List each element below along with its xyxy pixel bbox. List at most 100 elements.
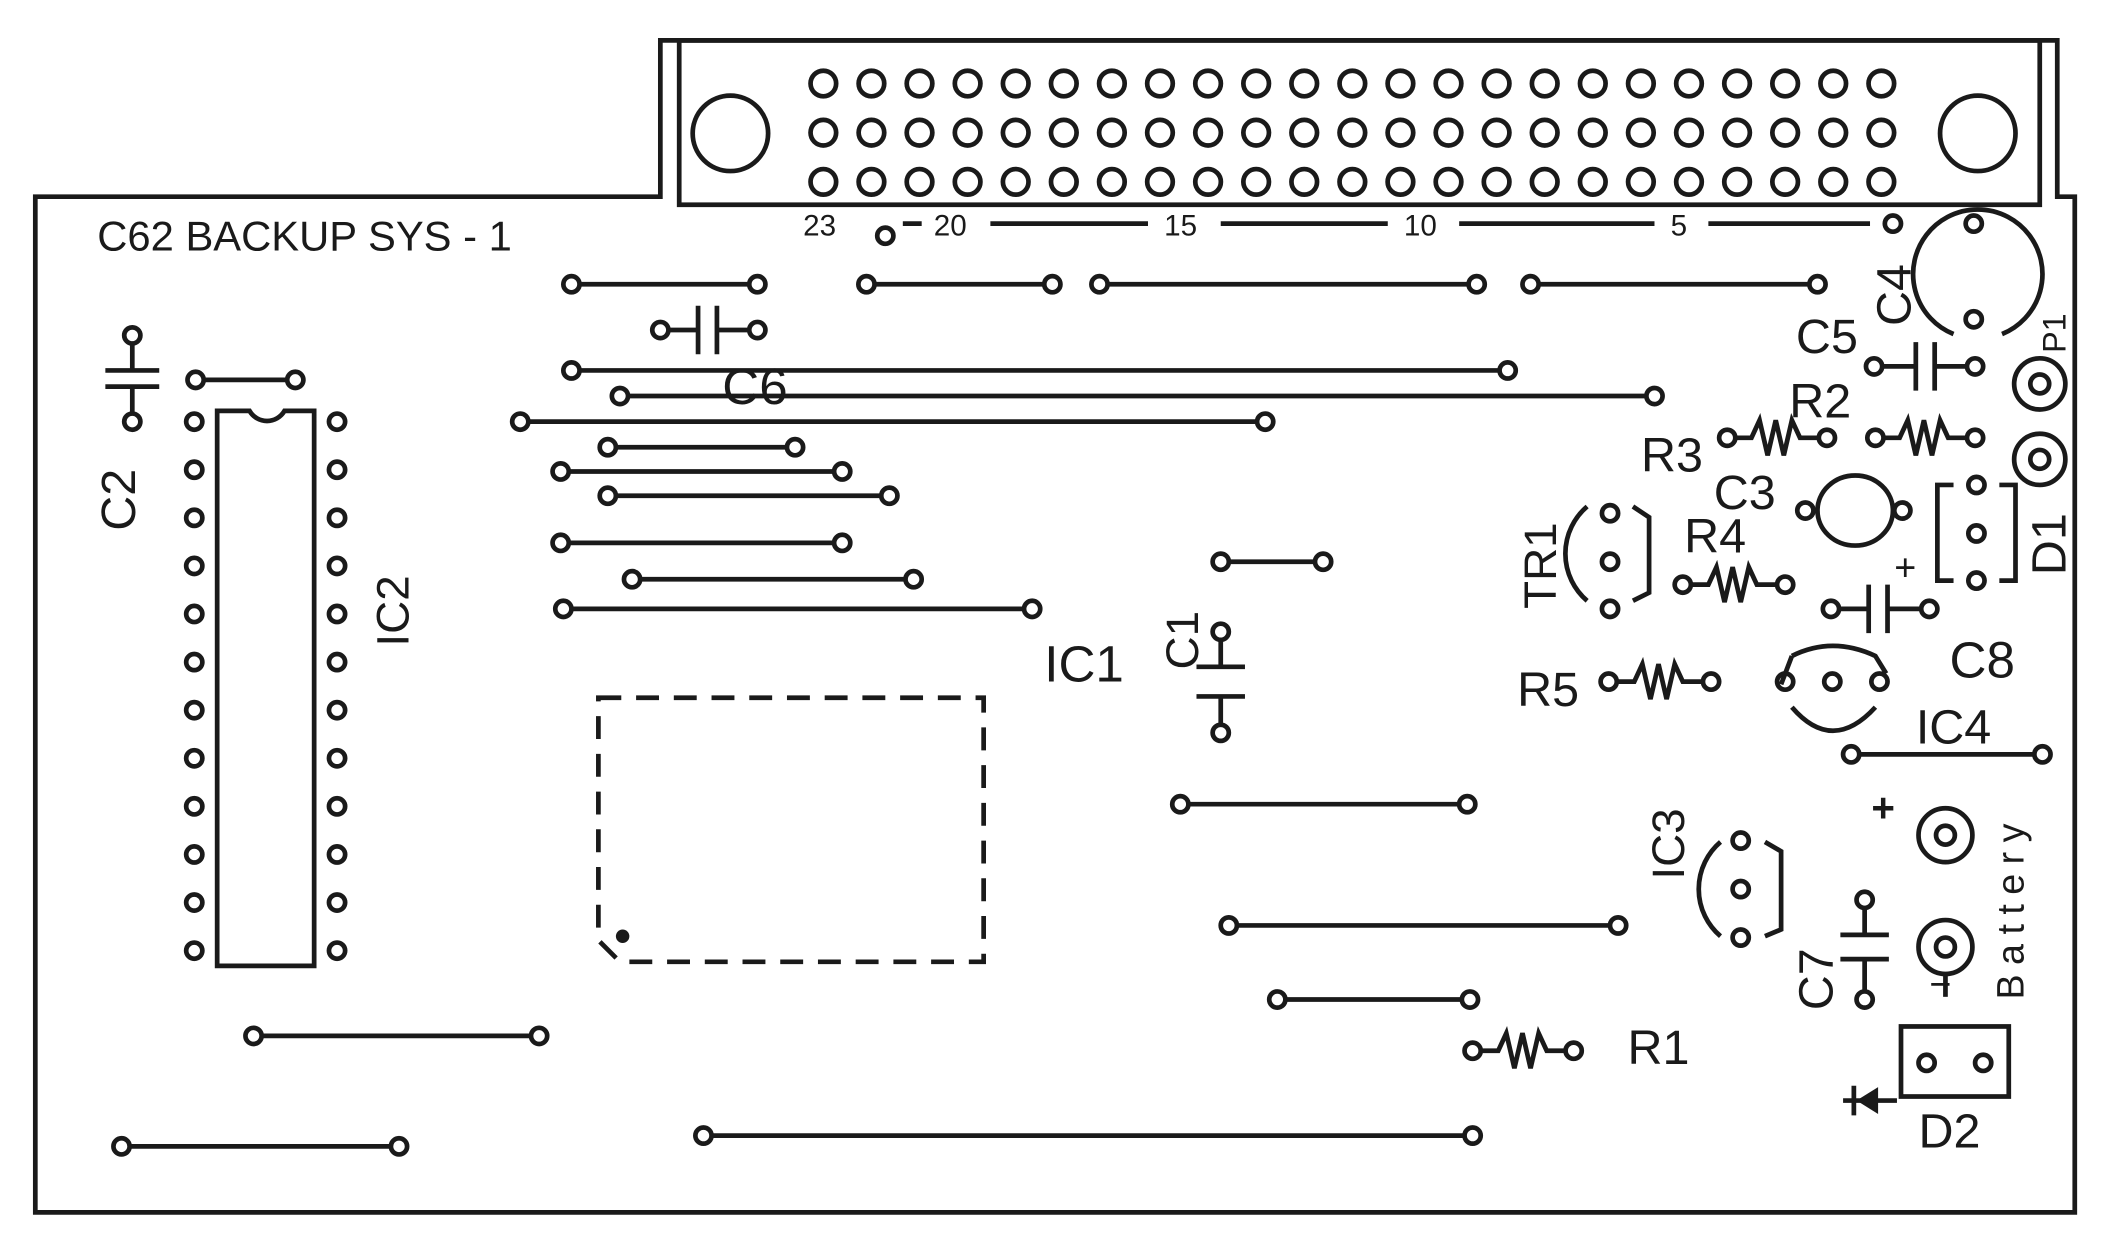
ic3-regulator [1696,830,1784,949]
wire-link [597,485,900,507]
d2-diode-symbol [1856,1087,1879,1115]
connector-pin [1673,166,1705,198]
c8-label: C8 [1949,632,2014,689]
connector-pin [1048,166,1079,198]
c1-label: C1 [1157,611,1208,670]
connector-pin [904,166,935,198]
connector-pin [1818,68,1849,99]
connector-pin [1241,117,1272,148]
r2-label: R2 [1789,375,1851,429]
c1-capacitor [1196,621,1245,744]
connector-pin [1625,166,1657,198]
ic2-pin [183,795,205,817]
c7-capacitor [1840,889,1889,1010]
ic2-label: IC2 [367,575,418,646]
pad [1882,213,1904,235]
battery-label: Battery [1990,814,2032,999]
connector-pin [1048,117,1079,148]
connector-pin [952,68,983,99]
c7-label: C7 [1789,948,1843,1010]
wire-link [1266,989,1481,1010]
r2-resistor [1864,413,1986,456]
r3-label: R3 [1641,428,1703,482]
wire-link [561,360,1519,381]
board-title: C62 BACKUP SYS - 1 [97,213,512,260]
ic2-pin [183,651,205,673]
d2-diode [1843,1024,2012,1103]
connector-pin [1481,68,1512,99]
wire-link [1840,743,2053,765]
connector-pin [904,117,935,148]
ic3-label: IC3 [1643,808,1694,879]
connector-pin [1192,166,1224,198]
connector-pin [904,68,935,99]
connector-pin [1577,68,1608,99]
connector-pin [856,117,887,148]
tr1-transistor [1563,502,1652,620]
c2-capacitor [105,324,160,433]
pad [874,225,896,247]
c4-capacitor [1910,207,2045,337]
connector-mount-hole-right [1937,93,2018,174]
ic2-pin [326,507,348,529]
ic2-package [214,408,317,969]
connector-pin [1673,117,1705,148]
wire-link [856,273,1063,295]
ic2-pin [183,603,205,625]
connector-pin [808,117,839,148]
ic2-pin [183,892,205,913]
connector-pin [1144,68,1176,99]
ic2-pin [326,892,348,913]
ic2-pin [183,699,205,721]
connector-pin [1721,166,1753,198]
connector-pin [1192,68,1224,99]
wire-link [1218,914,1629,936]
connector-pin [1433,68,1464,99]
connector-pin [1769,68,1801,99]
connector-pin [1866,166,1897,198]
battery-pads [1916,805,1975,997]
connector-pin [1000,68,1031,99]
tr1-label: TR1 [1515,522,1566,609]
ic2-pin [326,795,348,817]
board-outline [32,38,2078,1215]
connector-pin [1241,68,1272,99]
connector-pin [1385,166,1416,198]
pin-number-23: 23 [803,210,836,243]
connector-pin [856,68,887,99]
ic1-pin1-dot [615,929,630,943]
connector-pin [1289,117,1320,148]
ic2-pin [183,747,205,769]
ic2-pin [326,555,348,577]
r1-resistor [1462,1025,1585,1069]
ic2-pin [326,940,348,962]
p1-label: P1 [2036,313,2072,353]
ic2-pin [183,940,205,962]
ic2-pin [183,507,205,529]
wire-link [185,369,306,391]
r5-label: R5 [1517,663,1579,717]
d2-label: D2 [1919,1105,1981,1159]
c8-plus-sign: + [1894,547,1916,589]
c6-label: C6 [722,358,787,415]
connector-pin [1769,166,1801,198]
wire-link [111,1135,410,1157]
connector-pin [1577,117,1608,148]
connector-pin [1721,68,1753,99]
ic2-pin [326,651,348,673]
connector-pin-grid [808,68,1897,198]
connector-pin [1866,117,1897,148]
wire-link [550,461,853,482]
c5-capacitor [1863,342,1986,391]
connector-pin [1529,117,1560,148]
d1-diode [1935,474,2018,592]
wire-link [609,385,1665,407]
ic1-label: IC1 [1044,636,1124,693]
connector-pin [1096,117,1128,148]
connector-pin [1385,117,1416,148]
connector-pin [1000,117,1031,148]
ic2-pin [183,844,205,865]
connector-pin [1673,68,1705,99]
connector-pin [952,117,983,148]
